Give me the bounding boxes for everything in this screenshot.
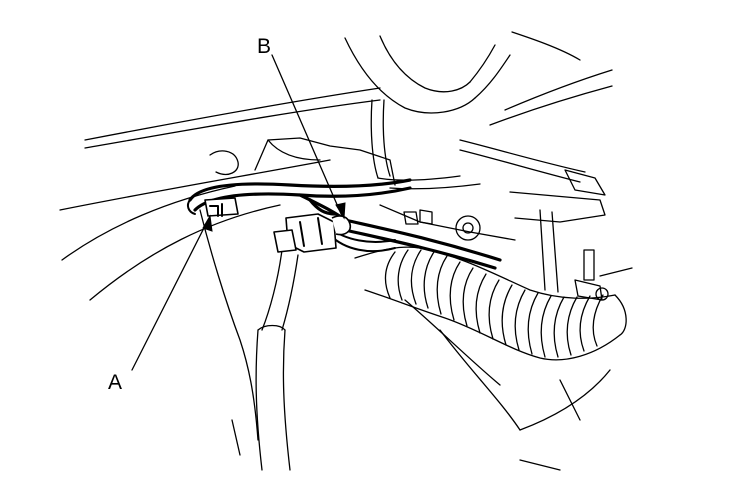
leader-line-b bbox=[271, 54, 343, 217]
connector-a bbox=[204, 197, 239, 217]
callout-label-b: B bbox=[257, 35, 271, 58]
body-panel-lines bbox=[59, 87, 381, 456]
arrowhead-a bbox=[202, 214, 213, 232]
upper-rod bbox=[459, 139, 606, 196]
lower-body-lines bbox=[439, 329, 611, 471]
mounting-bracket bbox=[209, 137, 606, 386]
arrowhead-b bbox=[335, 202, 346, 220]
lower-hose bbox=[255, 249, 299, 471]
connector-b bbox=[273, 213, 352, 253]
vertical-hose bbox=[370, 99, 481, 190]
right-clip bbox=[574, 249, 633, 301]
bolt-head bbox=[403, 209, 481, 241]
corrugated-hose bbox=[354, 246, 627, 361]
callout-label-a: A bbox=[108, 371, 122, 394]
upper-pipe bbox=[344, 31, 613, 126]
leader-lines bbox=[131, 54, 346, 371]
leader-line-a bbox=[131, 219, 209, 371]
